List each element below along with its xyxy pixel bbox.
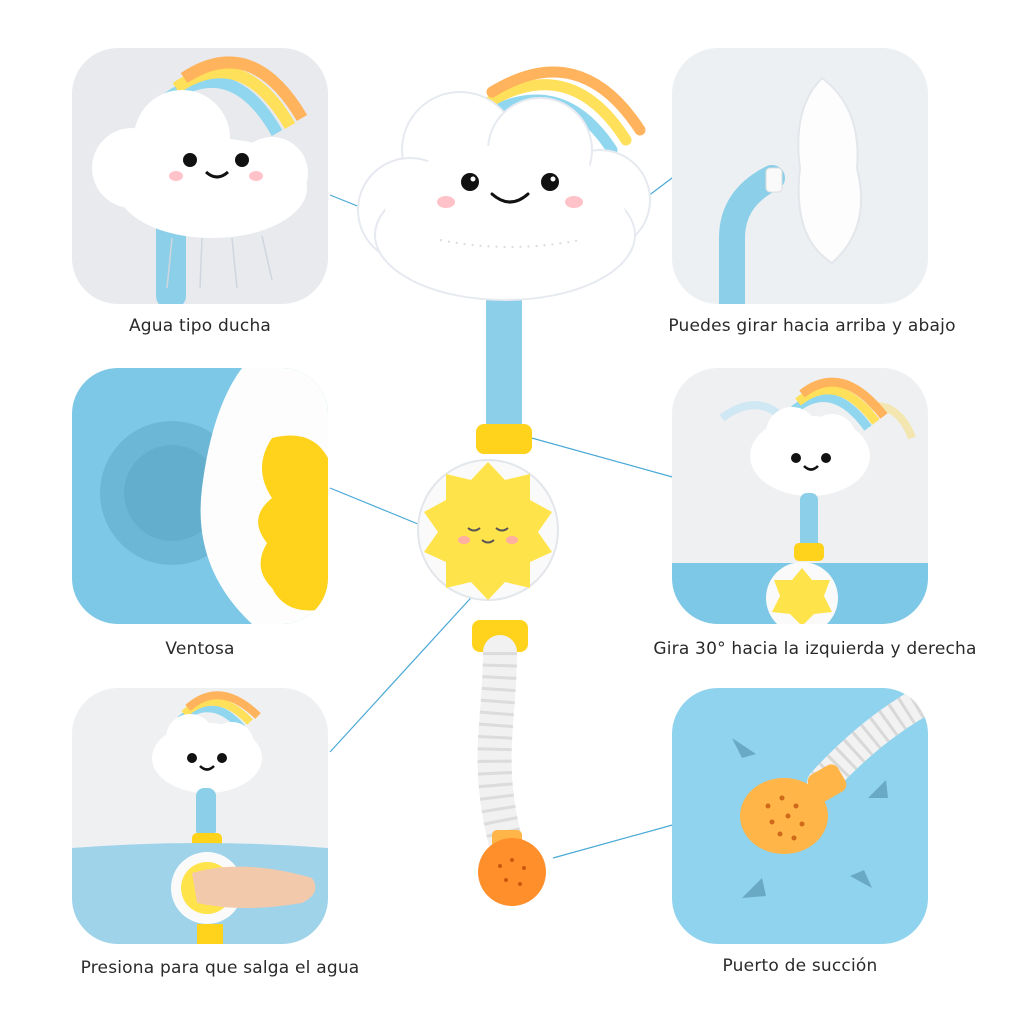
caption-rotate: Gira 30° hacia la izquierda y derecha <box>653 639 977 659</box>
panel-shower-water <box>72 48 328 304</box>
caption-press: Presiona para que salga el agua <box>80 958 360 978</box>
yellow-connector-top <box>476 424 532 454</box>
pump-housing <box>417 459 559 601</box>
cloud-face <box>437 173 583 248</box>
rotation-photo <box>672 368 928 624</box>
caption-suction-cup: Ventosa <box>165 639 235 659</box>
panel-press <box>72 688 328 944</box>
panel-suction-cup <box>72 368 328 624</box>
leader-lines <box>329 174 677 859</box>
intake-port-photo <box>672 688 928 944</box>
yellow-connector-bottom <box>472 620 528 652</box>
press-button-photo <box>72 688 328 944</box>
panel-tilt <box>672 48 928 304</box>
caption-shower-water: Agua tipo ducha <box>128 316 272 336</box>
suction-cup-photo <box>72 368 328 624</box>
side-view-photo <box>672 48 928 304</box>
cloud-shower-head <box>357 91 651 301</box>
flexible-hose <box>477 635 522 857</box>
blue-pipe <box>486 290 522 435</box>
caption-tilt: Puedes girar hacia arriba y abajo <box>668 316 956 336</box>
panel-intake-port <box>672 688 928 944</box>
caption-intake-port: Puerto de succión <box>722 956 878 976</box>
orange-suction-port-icon <box>478 830 546 906</box>
rainbow-icon <box>474 66 646 156</box>
sun-button-icon <box>424 462 552 600</box>
panel-rotate <box>672 368 928 624</box>
cloud-shower-photo <box>72 48 328 304</box>
